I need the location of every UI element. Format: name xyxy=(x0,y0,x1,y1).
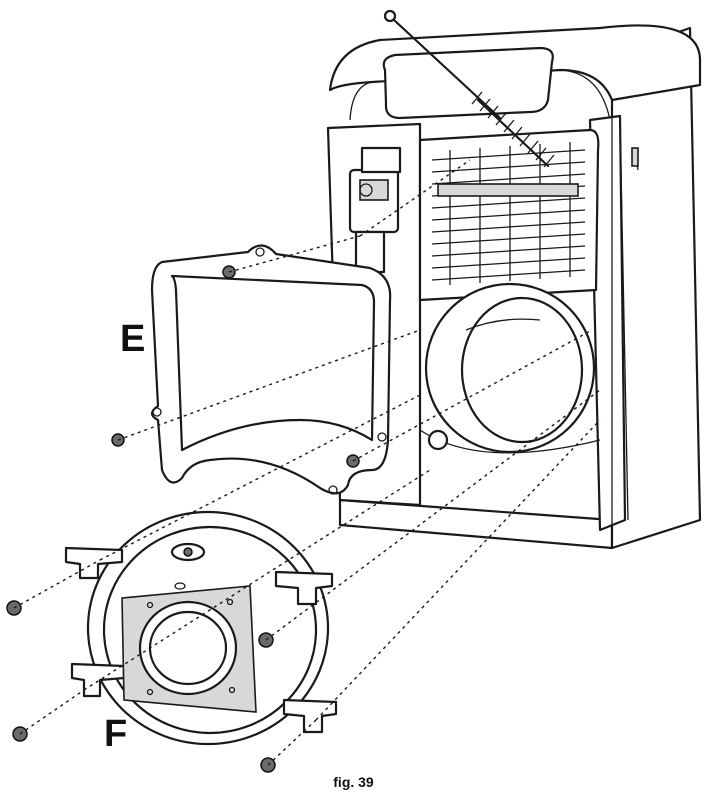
assembly-guide-lines xyxy=(13,159,601,766)
label-e: E xyxy=(120,318,146,360)
heat-exchanger-fins xyxy=(431,142,586,285)
door-panel-e xyxy=(150,244,392,495)
heat-exchanger xyxy=(418,128,601,454)
cleaning-brush xyxy=(383,9,555,168)
figure-caption: fig. 39 xyxy=(333,774,374,790)
label-f: F xyxy=(104,713,128,755)
burner-plate-f xyxy=(64,510,338,746)
pump-valve xyxy=(348,146,402,274)
